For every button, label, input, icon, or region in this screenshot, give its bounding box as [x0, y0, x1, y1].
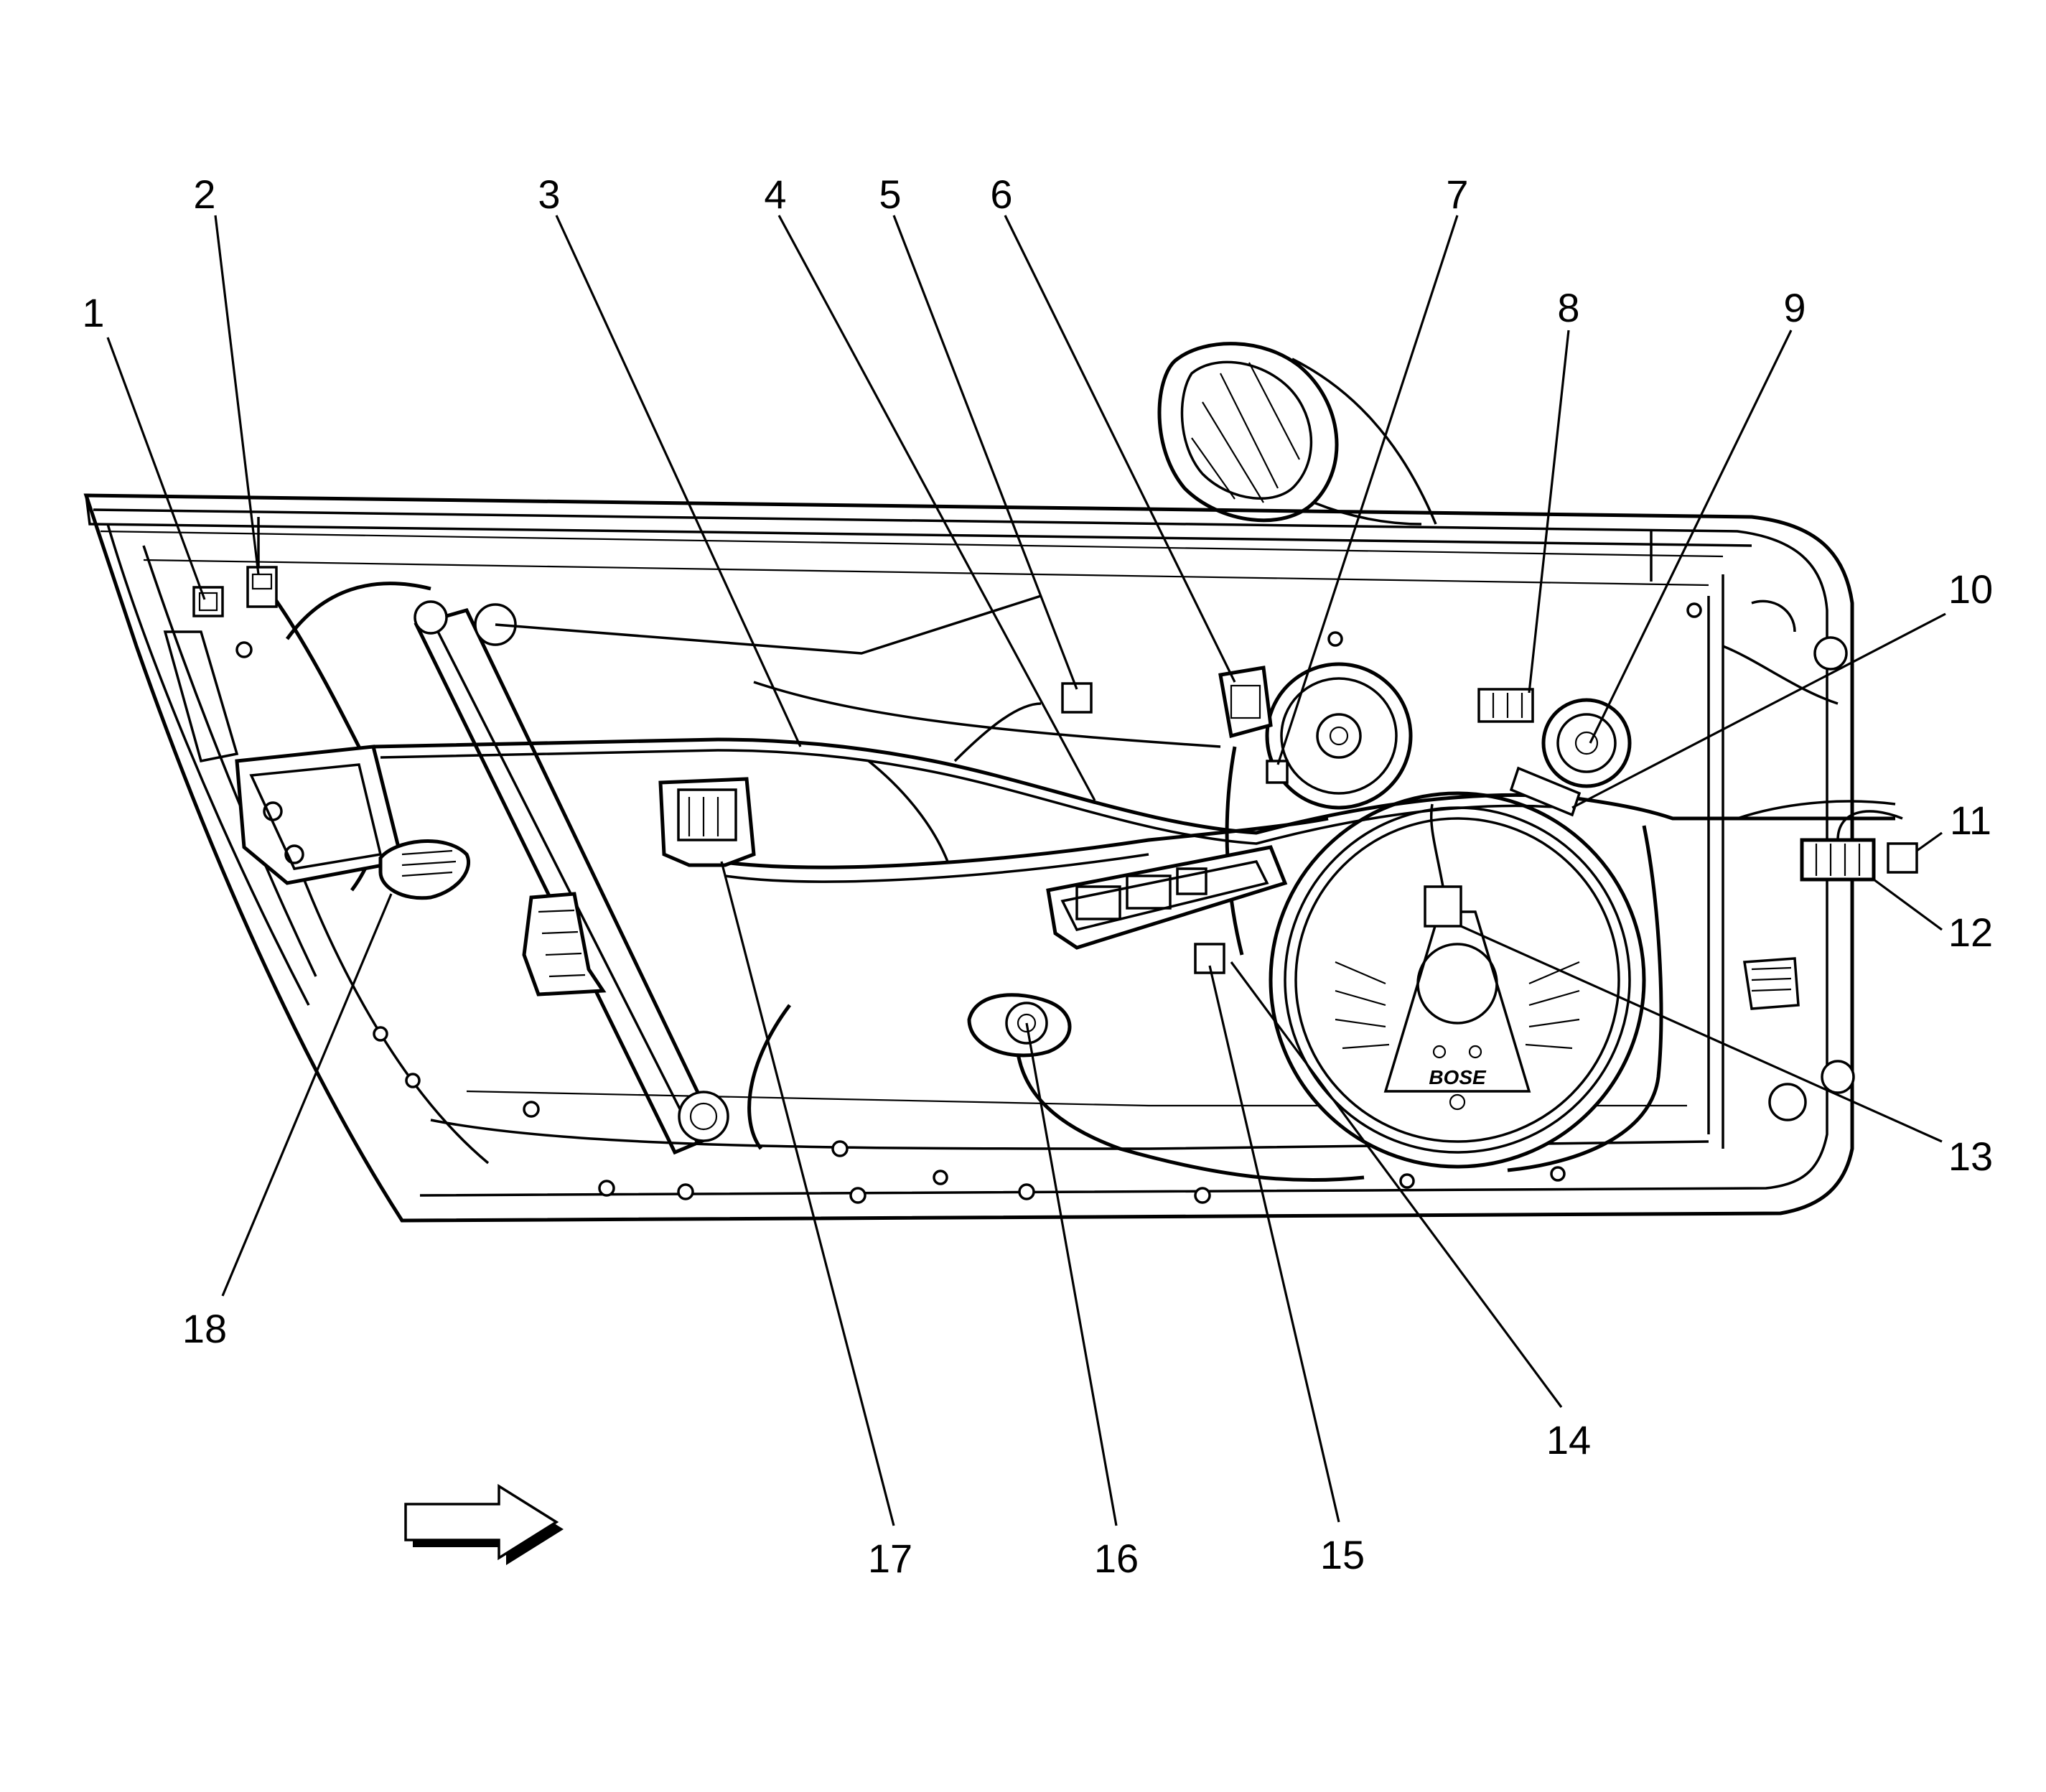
window-regulator: [414, 594, 1221, 1155]
callout-11: 11: [1950, 798, 1991, 843]
callout-6: 6: [990, 172, 1012, 217]
callout-1: 1: [82, 290, 104, 335]
callout-labels: 1 2 3 4 5 6 7 8 9 10 11 12 13 14 15 16 1…: [82, 172, 1993, 1581]
connector-10: [1509, 766, 1582, 817]
connector-11-12: [1800, 810, 1918, 882]
callout-5: 5: [879, 172, 901, 217]
callout-7: 7: [1446, 172, 1468, 217]
callout-2: 2: [193, 172, 215, 217]
window-switch-bezel: [967, 845, 1288, 1058]
side-mirror: [1157, 342, 1437, 526]
leader-lines: [106, 215, 1946, 1526]
connector-15: [1194, 943, 1225, 974]
connector-17-module: [658, 777, 756, 867]
midrange-speaker: [1265, 662, 1413, 810]
bose-speaker: BOSE: [1269, 791, 1646, 1169]
speaker-logo: BOSE: [1429, 1066, 1487, 1088]
callout-16: 16: [1094, 1536, 1139, 1581]
callout-3: 3: [538, 172, 560, 217]
callout-18: 18: [182, 1306, 227, 1351]
latch-bracket: [522, 892, 607, 997]
callout-15: 15: [1320, 1532, 1365, 1577]
forward-direction-arrow-icon: [404, 1483, 564, 1565]
tweeter: [1541, 698, 1632, 788]
right-side-components: [1742, 599, 1855, 1121]
connector-6: [1218, 666, 1273, 739]
callout-4: 4: [764, 172, 786, 217]
door-lock-actuator: [235, 745, 405, 885]
connector-18: [378, 839, 470, 900]
callout-12: 12: [1948, 910, 1993, 955]
callout-17: 17: [868, 1536, 912, 1581]
callout-8: 8: [1557, 285, 1579, 330]
connector-7: [1266, 760, 1289, 784]
callout-10: 10: [1948, 566, 1993, 612]
connector-1: [192, 586, 224, 617]
callout-9: 9: [1783, 285, 1806, 330]
connector-2: [246, 566, 278, 608]
connector-8: [1477, 688, 1534, 723]
callout-14: 14: [1546, 1417, 1591, 1462]
callout-13: 13: [1948, 1134, 1993, 1179]
fasteners: [235, 602, 1702, 1204]
